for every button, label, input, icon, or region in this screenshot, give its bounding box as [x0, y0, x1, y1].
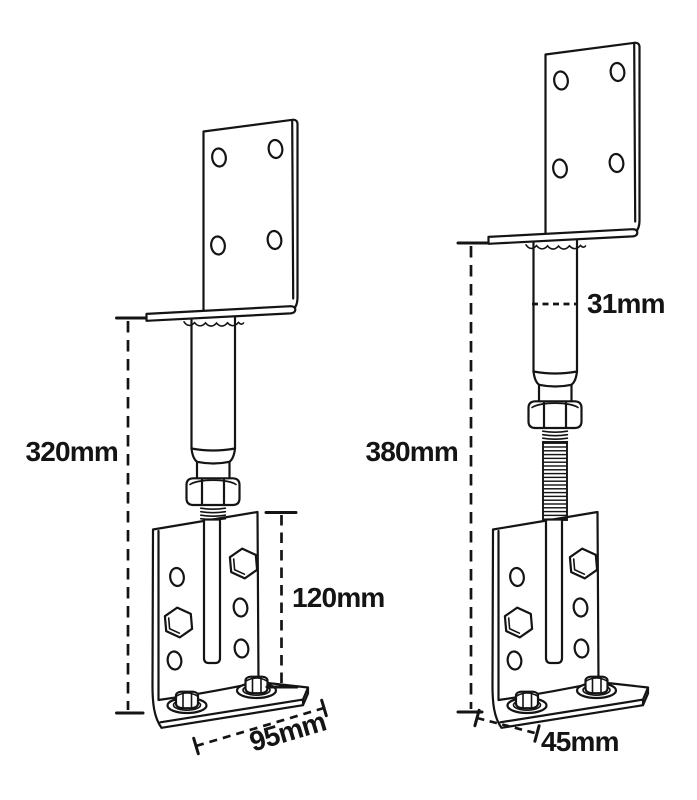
right-height-dimension: 380mm — [365, 241, 489, 714]
right-base-left-tick — [473, 708, 481, 728]
left-top-plate-assembly — [147, 120, 298, 520]
left-anchor-rod — [202, 518, 222, 665]
left-bracket-dimension: 120mm — [264, 511, 385, 689]
right-base-label: 45mm — [541, 726, 619, 757]
left-l-bracket — [152, 512, 308, 728]
right-base-right-tick — [533, 724, 541, 743]
right-threaded-rod — [542, 441, 568, 521]
left-height-dimension: 320mm — [25, 316, 148, 715]
right-l-bracket — [492, 512, 648, 728]
left-height-label: 320mm — [25, 436, 118, 467]
right-post-support — [489, 43, 649, 728]
right-base-dimension-line — [476, 716, 538, 735]
right-anchor-rod — [544, 518, 564, 665]
left-base-right-tick — [320, 698, 328, 718]
right-top-plate-assembly — [489, 43, 640, 443]
left-post-support — [147, 120, 309, 728]
right-height-label: 380mm — [365, 436, 458, 467]
left-base-left-tick — [192, 736, 200, 756]
left-bracket-label: 120mm — [292, 582, 385, 613]
right-tube-label: 31mm — [587, 288, 665, 319]
right-tube-dimension: 31mm — [532, 288, 666, 319]
right-base-dimension: 45mm — [473, 708, 620, 757]
